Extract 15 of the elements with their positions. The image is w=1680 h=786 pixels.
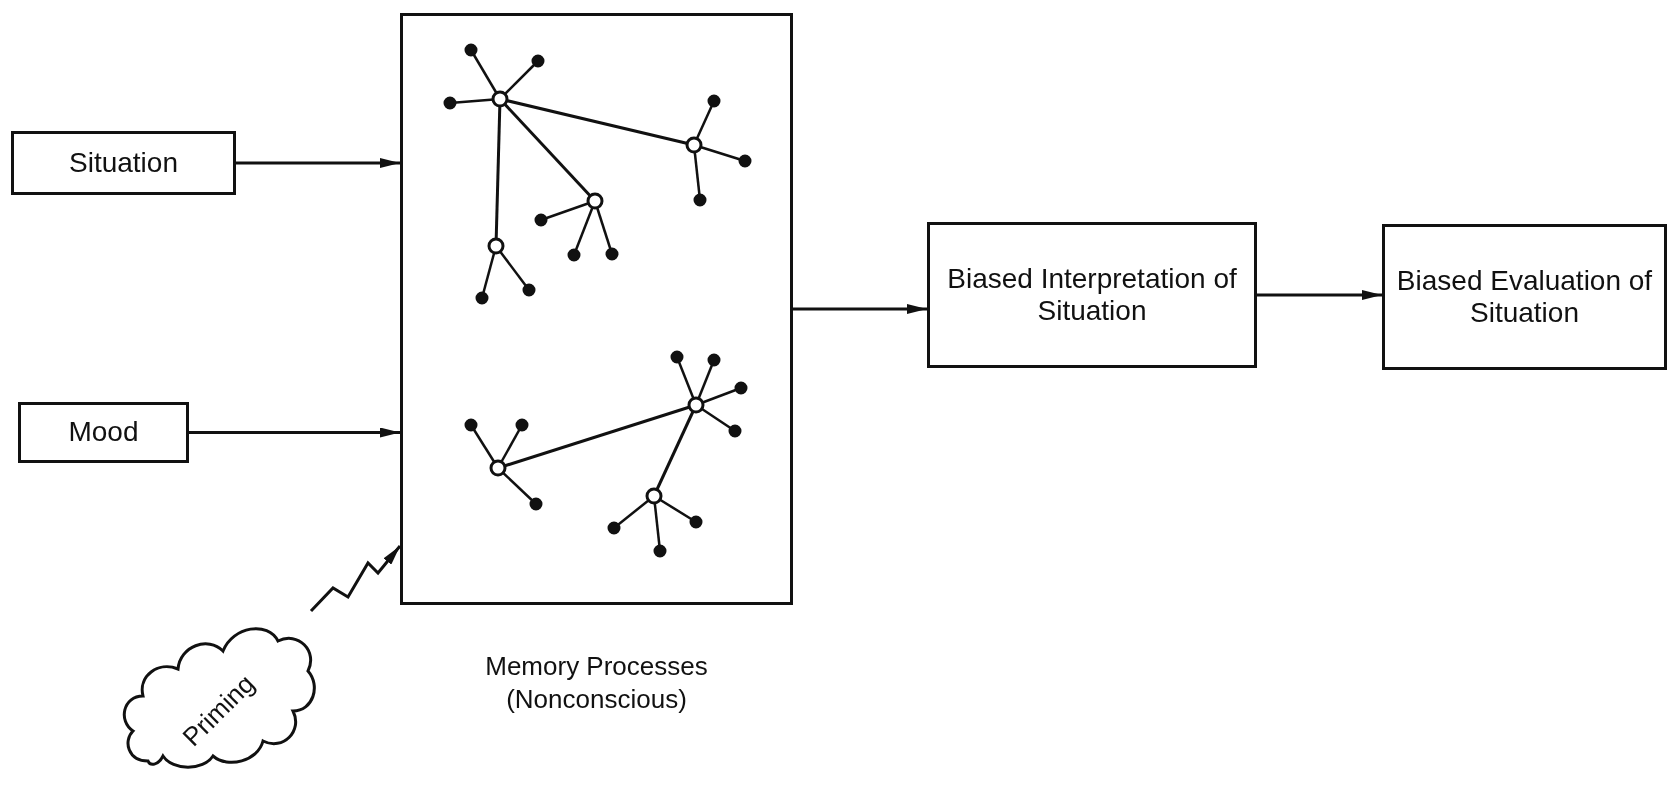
node-label: Biased Evaluation of Situation: [1395, 264, 1654, 330]
arrow: [309, 545, 402, 613]
process-box: [11, 131, 236, 195]
node-label: Situation: [69, 146, 178, 180]
arrow: [1257, 290, 1382, 300]
process-box: [1382, 224, 1667, 370]
arrow: [793, 304, 927, 314]
arrow: [189, 427, 400, 438]
process-box: [18, 402, 189, 463]
memory-box: [400, 13, 793, 605]
arrow: [236, 158, 400, 168]
node-label: Mood: [68, 416, 139, 449]
process-box: [927, 222, 1257, 368]
node-label: Biased Interpretation of Situation: [946, 262, 1238, 328]
box-caption: Memory Processes (Nonconscious): [484, 650, 709, 715]
